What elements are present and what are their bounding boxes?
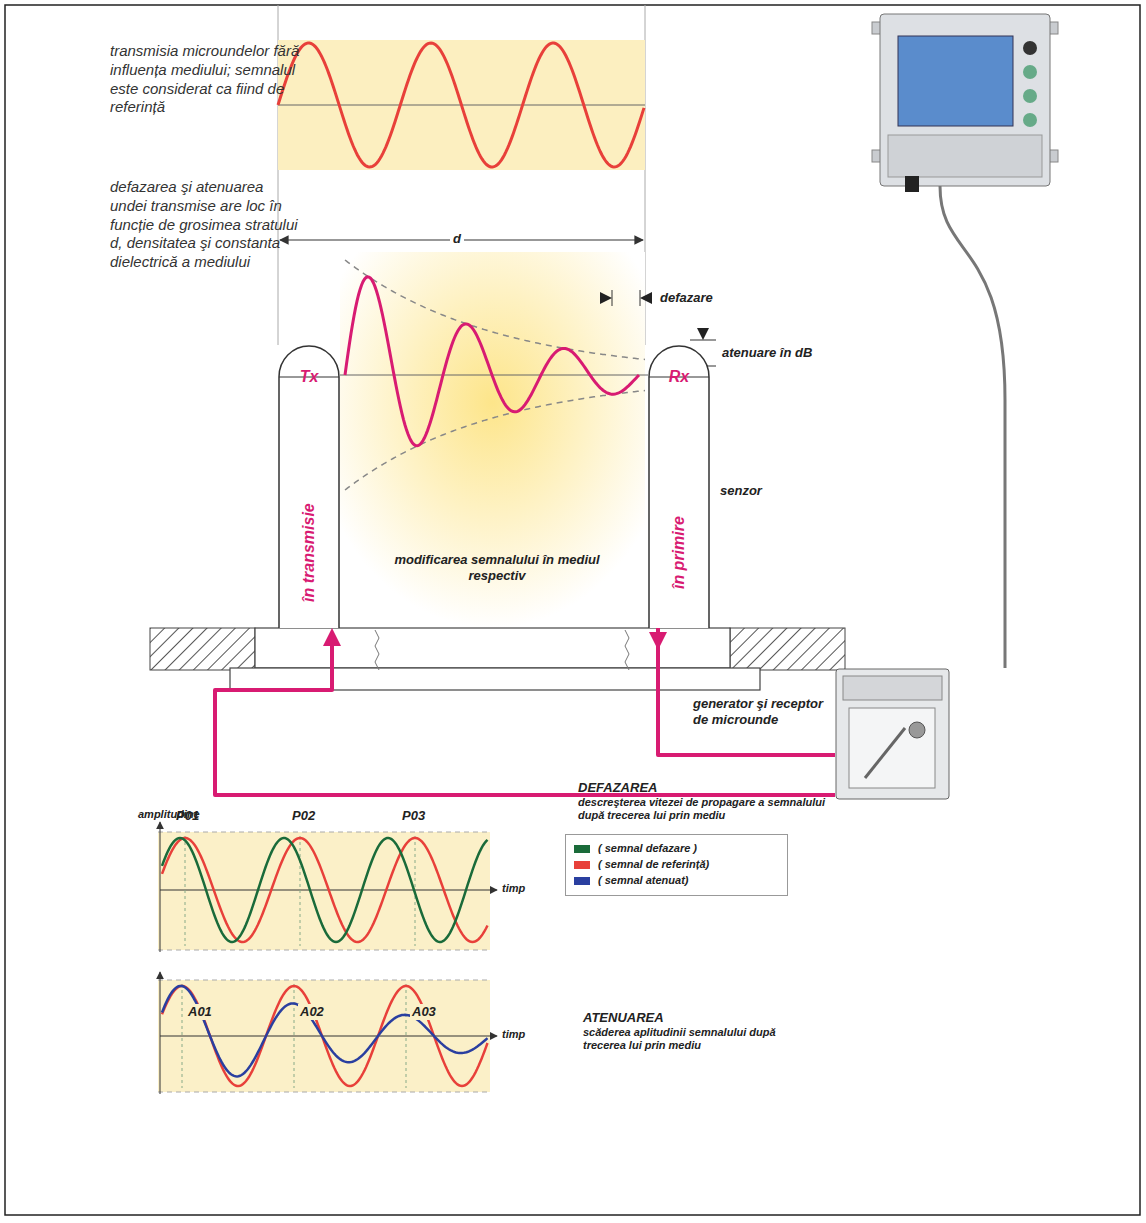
break-line [375,630,379,670]
axis [160,822,161,952]
legend-row: ( semnal defazare ) [574,841,779,857]
connector-line [658,628,835,755]
direction-label: în primire [669,453,688,653]
legend-text: ( semnal de referință) [598,857,709,873]
region-label: modificarea semnalului în mediul respect… [392,552,602,583]
reference-wave [162,986,488,1086]
section-text: scăderea aplitudinii semnalului după tre… [583,1026,813,1052]
legend-row: ( semnal de referință) [574,857,779,873]
legend-text: ( semnal atenuat) [598,873,688,889]
arrow-head [600,292,612,304]
peak-guide [406,984,407,1088]
arrow-head [649,632,667,650]
note-text: defazarea şi atenuarea undei transmise a… [110,178,300,272]
callout-number: A02 [298,1004,326,1020]
connector-line [215,636,835,795]
envelope-line [345,391,645,490]
legend-text: ( semnal defazare ) [598,841,697,857]
arrow-head [323,628,341,646]
device-board [849,708,935,788]
transmit-antenna: Txîn transmisie [278,345,340,628]
dimension-label: d [450,231,464,247]
antenna-label: Tx [278,367,340,386]
callout-number: P01 [176,808,199,824]
button [1023,65,1037,79]
button [1023,89,1037,103]
envelope-line [345,260,645,359]
axis [160,972,161,1094]
axis-label: timp [502,882,525,895]
section-heading: DEFAZAREA [578,780,657,796]
callout-number: A03 [410,1004,438,1020]
part-label: senzor [720,483,762,499]
callout-number: P03 [402,808,425,824]
legend-swatch [574,861,590,869]
legend-box: ( semnal defazare )( semnal de referință… [565,834,788,896]
unit-label: generator şi receptor de microunde [693,696,827,727]
cable [940,186,1005,668]
frame-border [5,5,1140,1215]
generator-unit: generator şi receptor de microunde [835,668,950,800]
receive-antenna: Rxîn primiresenzor [648,345,710,628]
device-housing [836,669,949,799]
chart-bound [158,832,490,833]
attenuated-wave [162,986,488,1076]
phase-shift-wave [162,838,488,942]
peak-guide [300,836,301,946]
wall-hatch [730,628,845,670]
base-plate [230,668,760,690]
device-part [909,722,925,738]
button [1023,41,1037,55]
legend-swatch [574,845,590,853]
legend-swatch [574,877,590,885]
signal-arrow [215,628,835,795]
arrow-head [640,292,652,304]
section-heading: ATENUAREA [583,1010,664,1026]
peak-guide [182,984,183,1088]
device-lid [843,676,942,700]
reference-wave [278,43,644,167]
connector-plug [905,176,919,192]
button [1023,113,1037,127]
chart-bound [158,980,490,981]
peak-guides [182,984,406,1088]
controller-housing [880,14,1050,186]
direction-label: în transmisie [299,453,318,653]
peak-guide [294,984,295,1088]
attenuated-wave [345,277,639,446]
callout-label: atenuare în dB [722,345,812,361]
controller-panel [888,135,1042,177]
peak-guide [185,836,186,946]
chart-ground [158,832,490,950]
signal-arrow [649,628,835,755]
device-part [865,728,905,778]
reference-band [278,40,645,170]
antenna-label: Rx [648,367,710,386]
callout-number: A01 [186,1004,214,1020]
callout-number: P02 [292,808,315,824]
medium-region [340,252,645,628]
axis-label: timp [502,1028,525,1041]
wall-hatch [150,628,255,670]
chart-bound [158,950,490,951]
reference-wave [162,838,488,942]
section-text: descreşterea vitezei de propagare a semn… [578,796,828,822]
arrow-head [697,328,709,340]
controller-screen [898,36,1013,126]
chart-bound [158,1092,490,1093]
note-text: transmisia microundelor fără influența m… [110,42,300,117]
callout-label: defazare [660,290,713,306]
legend-row: ( semnal atenuat) [574,873,779,889]
axis-line [340,375,648,376]
node-shape [835,668,950,800]
break-line [625,630,629,670]
